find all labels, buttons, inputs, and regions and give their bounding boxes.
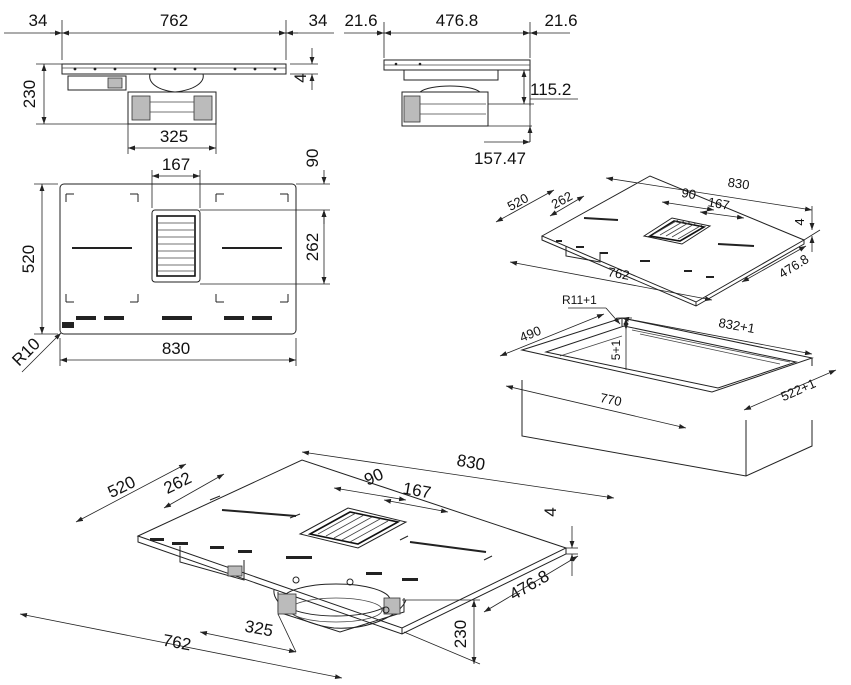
front-motor-width-label: 325 — [160, 127, 188, 146]
front-hob-plate — [61, 63, 287, 75]
side-depth-label: 476.8 — [436, 11, 479, 30]
cutout-radius-label: R11+1 — [562, 293, 597, 307]
side-view: 21.6 476.8 21.6 115.2 157.47 — [344, 11, 578, 168]
side-right-margin-label: 21.6 — [544, 11, 577, 30]
cutout-hatching — [559, 329, 791, 365]
cutout-width-label: 832+1 — [717, 315, 756, 336]
iso-large-thickness-label: 4 — [541, 507, 560, 516]
front-height-label: 230 — [20, 80, 39, 108]
top-vent-grid — [156, 215, 196, 277]
top-height-label: 520 — [19, 245, 38, 273]
iso-large-right-zone — [409, 541, 487, 553]
iso-large-controls — [150, 538, 418, 581]
side-height-b-label: 157.47 — [474, 149, 526, 168]
front-view: 34 762 34 4 230 325 — [4, 11, 334, 154]
iso-large-view: 520 262 830 90 167 4 476.8 762 325 230 — [19, 450, 615, 680]
iso-large-vent-offset-label: 90 — [361, 464, 386, 489]
control-logo — [62, 322, 74, 328]
iso-small-controls — [556, 240, 714, 278]
iso-large-motor-unit — [273, 576, 407, 633]
cutout-step-label: 5+1 — [609, 339, 623, 360]
iso-small-depth-label: 520 — [505, 190, 531, 213]
iso-small-vent — [642, 217, 712, 245]
top-vent-depth-label: 262 — [303, 233, 322, 261]
iso-small-thickness-label: 4 — [792, 218, 807, 225]
cutout-view: R11+1 490 832+1 5+1 770 522+1 — [499, 293, 837, 477]
iso-large-height-label: 230 — [451, 620, 470, 648]
side-housing — [403, 70, 499, 81]
front-plate-screws — [73, 67, 277, 71]
front-left-margin-label: 34 — [29, 11, 48, 30]
iso-large-vent-bars — [317, 512, 389, 543]
front-thickness-label: 4 — [291, 73, 310, 82]
iso-small-vent-width-label: 167 — [707, 194, 731, 213]
side-motor-unit — [401, 91, 489, 127]
front-fan-hood — [149, 73, 204, 93]
front-right-margin-label: 34 — [309, 11, 328, 30]
iso-small-vent-offset-label: 90 — [680, 185, 697, 202]
top-radius-label: R10 — [8, 334, 43, 369]
cutout-outer-top — [520, 317, 814, 393]
front-width-label: 762 — [160, 11, 188, 30]
side-left-margin-label: 21.6 — [344, 11, 377, 30]
top-vent-outline — [151, 209, 201, 283]
iso-small-base-width-label: 762 — [607, 264, 631, 283]
iso-large-left-zone — [221, 509, 297, 517]
front-electronics-box — [67, 75, 127, 91]
cutout-depth-label: 490 — [517, 323, 543, 345]
top-vent-bars — [157, 222, 195, 272]
iso-large-vent-width-label: 167 — [401, 479, 432, 503]
cutout-inner-width-label: 770 — [599, 390, 623, 409]
iso-large-base-width-label: 762 — [161, 631, 192, 655]
cutout-outer-depth-label: 522+1 — [778, 376, 817, 405]
iso-large-width-label: 830 — [455, 451, 486, 475]
top-width-label: 830 — [162, 339, 190, 358]
top-vent-width-label: 167 — [162, 155, 190, 174]
iso-small-width-label: 830 — [727, 175, 751, 193]
iso-large-electronics-box — [179, 546, 245, 581]
iso-small-view: 520 262 830 90 167 4 476.8 762 — [495, 175, 821, 307]
front-motor-unit — [127, 91, 217, 125]
iso-large-plate-top — [136, 459, 568, 629]
iso-large-motor-width-label: 325 — [243, 617, 274, 641]
side-height-a-label: 115.2 — [530, 80, 571, 99]
control-strip — [76, 316, 272, 320]
iso-small-base-depth-label: 476.8 — [776, 251, 812, 281]
iso-small-plate-top — [540, 175, 806, 303]
iso-large-vent — [298, 507, 408, 549]
iso-large-depth-label: 520 — [105, 472, 139, 502]
cutout-inner-top — [544, 325, 798, 389]
top-vent-offset-label: 90 — [303, 149, 322, 168]
cutout-box — [521, 380, 813, 477]
iso-small-vent-depth-label: 262 — [549, 188, 575, 211]
top-hob-outline — [59, 183, 297, 335]
top-view: 167 90 262 520 830 R10 — [8, 149, 330, 373]
